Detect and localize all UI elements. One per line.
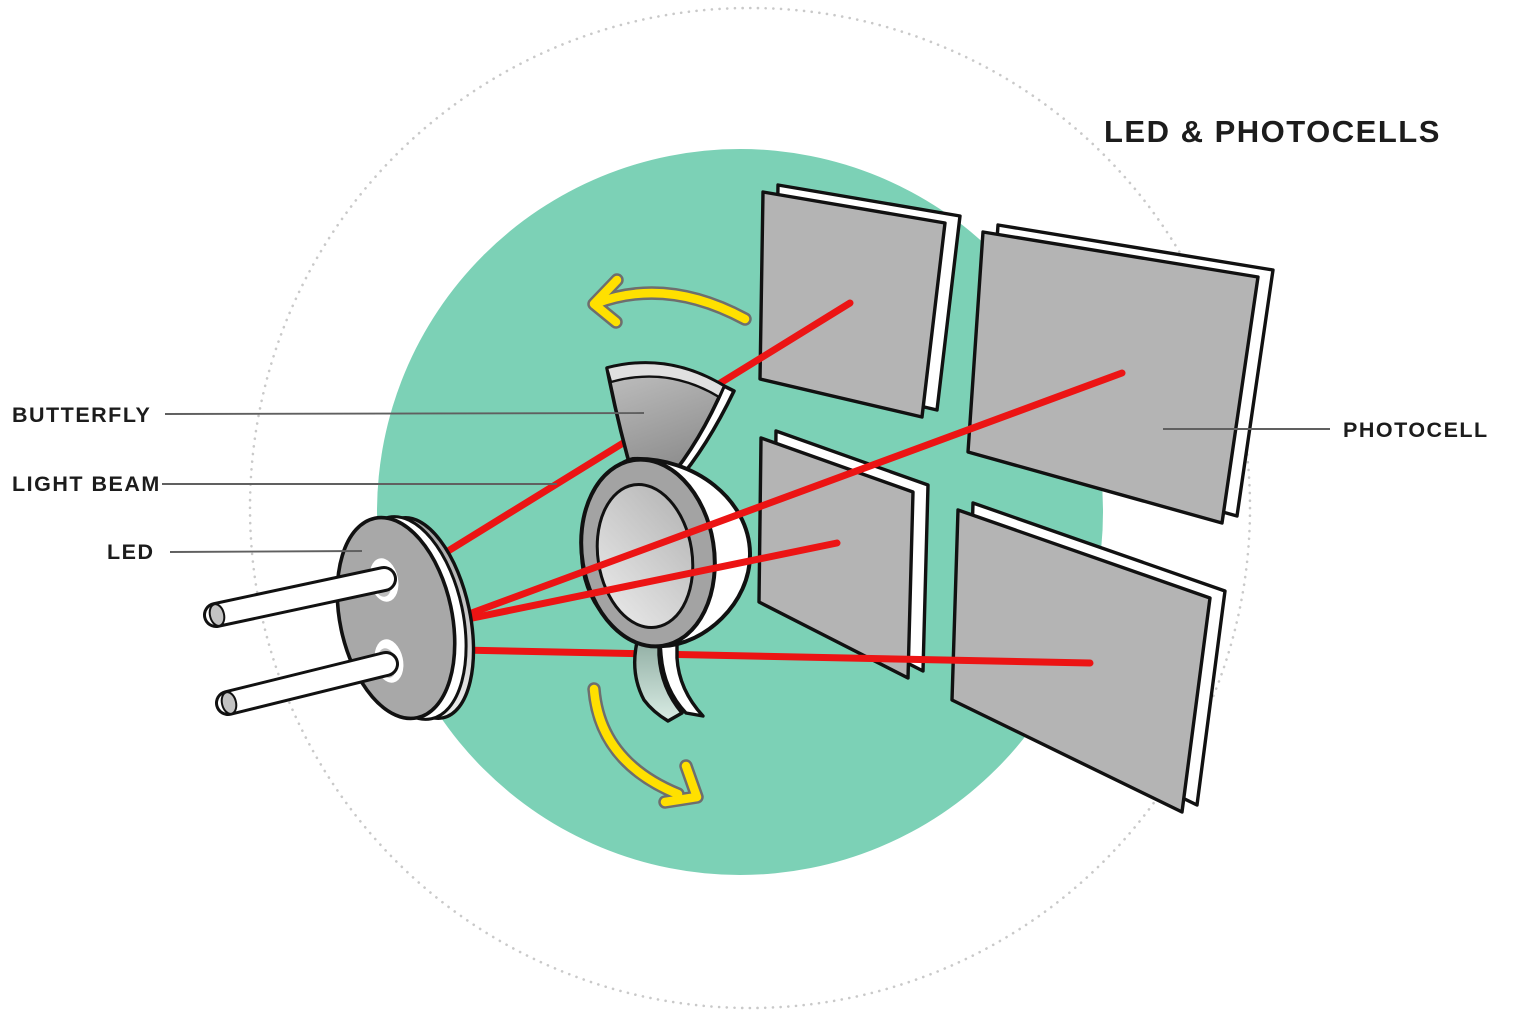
butterfly-label: BUTTERFLY [12, 403, 151, 427]
wing-edge [657, 626, 705, 718]
wing-face [632, 626, 684, 723]
light-beam [456, 646, 1094, 667]
leg-tip [208, 603, 226, 627]
light-beam [454, 369, 1126, 622]
panel-face [757, 436, 915, 680]
led-label: LED [107, 540, 155, 564]
led-leg-bottom [215, 651, 399, 716]
butterfly-drum [579, 456, 753, 649]
leg-tip [220, 691, 238, 715]
butterfly-wing-bottom [632, 626, 705, 723]
led-leg-top [203, 566, 397, 628]
led-component [203, 515, 476, 721]
led-leader-line [169, 550, 363, 553]
photocell-label: PHOTOCELL [1343, 418, 1489, 442]
light-beam [454, 539, 841, 625]
light-beam-label: LIGHT BEAM [12, 472, 161, 496]
rotation-arrow-top-icon [587, 273, 752, 329]
butterfly-leader-line [164, 412, 645, 415]
diagram-title: LED & PHOTOCELLS [1104, 114, 1441, 149]
dotted-orbit-circle [248, 6, 1252, 1010]
wing-top-highlight [605, 361, 726, 399]
butterfly-wing-top [605, 361, 736, 485]
rotation-arrow-bottom-icon [587, 682, 704, 809]
photocell-panel-bottom-middle [757, 429, 930, 680]
photocell-panel-top-left [758, 183, 962, 419]
